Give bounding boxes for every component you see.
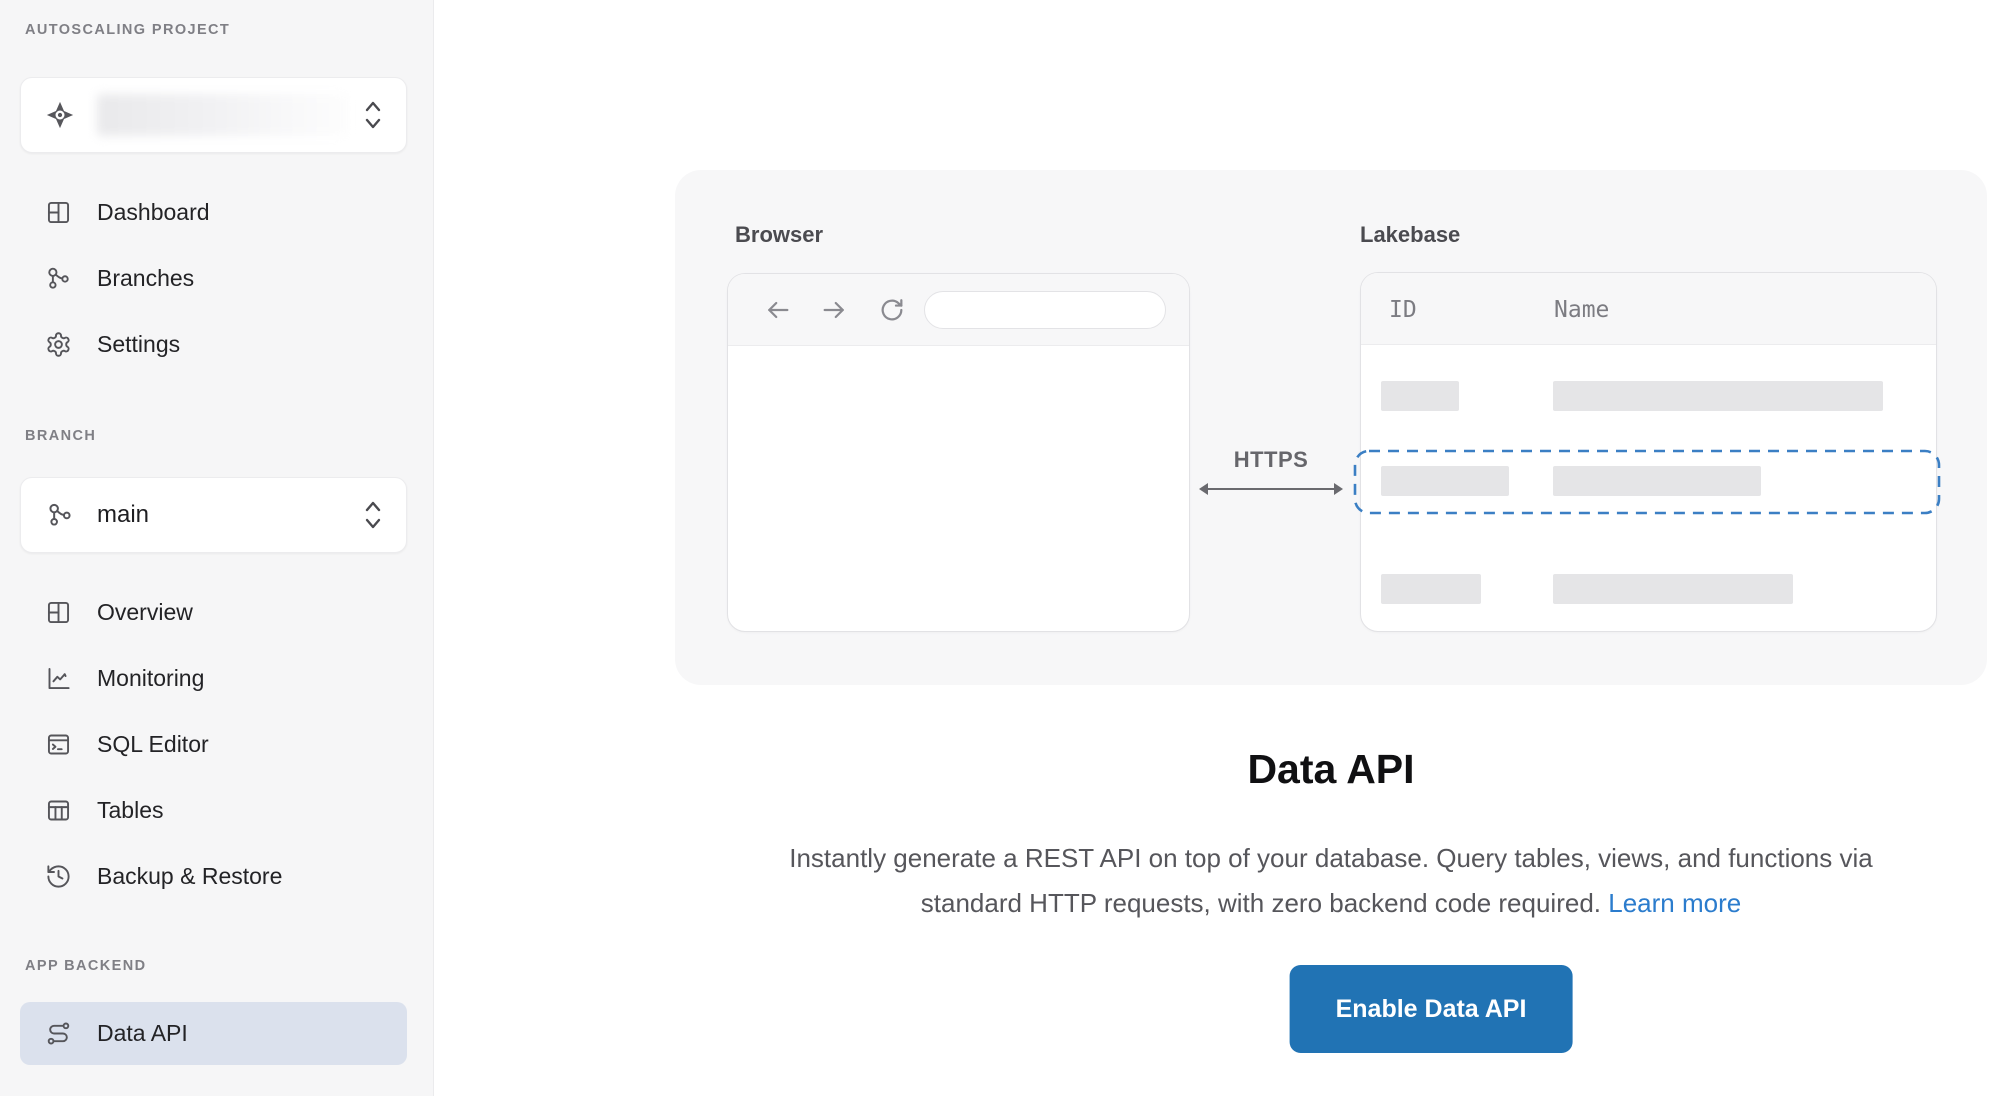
placeholder-cell	[1553, 381, 1883, 411]
placeholder-cell	[1381, 574, 1481, 604]
sql-editor-icon	[45, 731, 72, 758]
forward-arrow-icon	[820, 296, 848, 324]
https-label: HTTPS	[1233, 447, 1309, 472]
project-name-redacted	[97, 94, 348, 136]
backup-restore-icon	[45, 863, 72, 890]
section-label-autoscaling-project: AUTOSCALING PROJECT	[25, 22, 231, 38]
table-header-row: ID Name	[1361, 273, 1936, 345]
monitoring-chart-icon	[45, 665, 72, 692]
section-label-branch: BRANCH	[25, 428, 97, 444]
column-header-name: Name	[1554, 297, 1610, 323]
learn-more-link[interactable]: Learn more	[1608, 888, 1742, 918]
data-api-route-icon	[45, 1020, 72, 1047]
sidebar-item-dashboard[interactable]: Dashboard	[20, 179, 407, 245]
browser-mockup-toolbar	[728, 274, 1189, 346]
chevron-up-down-icon	[362, 98, 384, 132]
branch-selector[interactable]: main	[20, 477, 407, 553]
lakebase-mockup-label: Lakebase	[1360, 222, 1461, 247]
section-label-app-backend: APP BACKEND	[25, 958, 147, 974]
browser-mockup-label: Browser	[735, 222, 824, 247]
sidebar-item-tables[interactable]: Tables	[20, 777, 407, 843]
lakebase-table-mockup: ID Name	[1353, 272, 1941, 632]
sidebar: AUTOSCALING PROJECT	[0, 0, 434, 1096]
sidebar-item-sql-editor[interactable]: SQL Editor	[20, 711, 407, 777]
sidebar-item-backup-restore[interactable]: Backup & Restore	[20, 843, 407, 909]
description-line-2: standard HTTP requests, with zero backen…	[920, 888, 1601, 918]
sidebar-item-overview[interactable]: Overview	[20, 579, 407, 645]
page-description: Instantly generate a REST API on top of …	[675, 836, 1987, 926]
branch-selector-value: main	[97, 501, 150, 528]
placeholder-cell	[1381, 381, 1459, 411]
enable-data-api-button[interactable]: Enable Data API	[1289, 965, 1573, 1053]
placeholder-cell	[1553, 574, 1793, 604]
page-title: Data API	[1247, 746, 1415, 792]
sidebar-item-settings[interactable]: Settings	[20, 311, 407, 377]
https-connection: HTTPS	[1198, 447, 1344, 497]
sidebar-item-monitoring[interactable]: Monitoring	[20, 645, 407, 711]
sidebar-item-branches[interactable]: Branches	[20, 245, 407, 311]
main-content: Browser	[434, 0, 2000, 1096]
tables-icon	[45, 797, 72, 824]
placeholder-cell	[1553, 466, 1761, 496]
column-header-id: ID	[1389, 297, 1417, 323]
reload-icon	[878, 296, 906, 324]
illustration-card: Browser	[675, 170, 1987, 685]
dashboard-icon	[45, 199, 72, 226]
branches-icon	[45, 265, 72, 292]
project-compass-icon	[45, 100, 75, 130]
url-bar	[924, 291, 1166, 329]
branch-icon	[45, 500, 75, 530]
gear-icon	[45, 331, 72, 358]
sidebar-item-data-api[interactable]: Data API	[20, 1002, 407, 1065]
overview-icon	[45, 599, 72, 626]
back-arrow-icon	[764, 296, 792, 324]
double-arrow-icon	[1199, 483, 1343, 495]
project-selector[interactable]	[20, 77, 407, 153]
placeholder-cell	[1381, 466, 1509, 496]
browser-mockup	[727, 273, 1190, 632]
chevron-up-down-icon	[362, 498, 384, 532]
description-line-1: Instantly generate a REST API on top of …	[789, 843, 1873, 873]
